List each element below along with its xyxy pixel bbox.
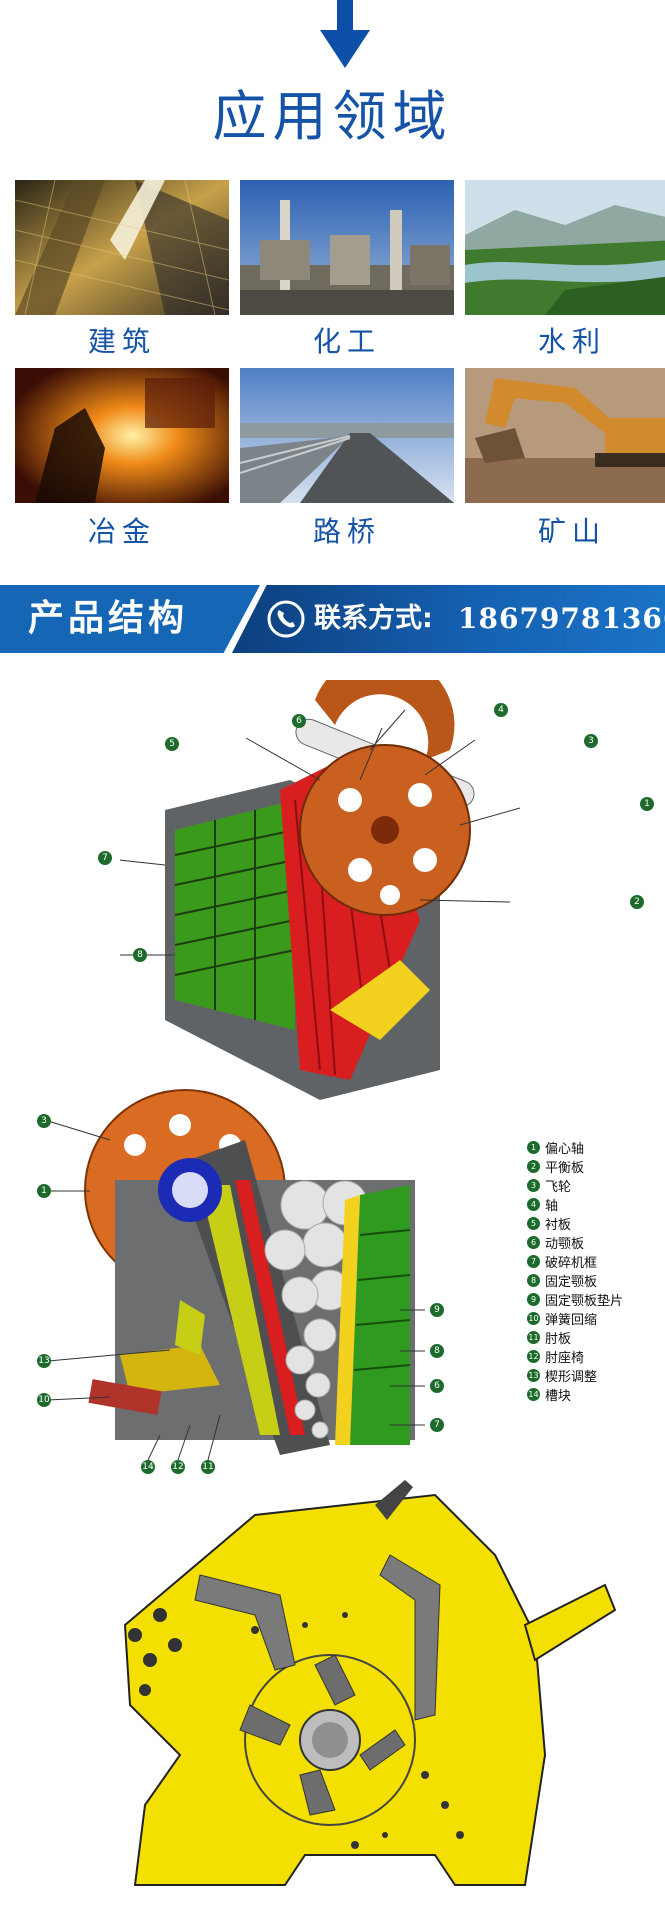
contact-label: 联系方式:: [314, 603, 433, 634]
callout-9b: 9: [430, 1303, 444, 1317]
green-liner-grid: [174, 800, 296, 1030]
callout-1: 1: [640, 797, 654, 811]
callout-13b: 13: [37, 1354, 51, 1368]
tile-mining: [465, 368, 665, 503]
callout-12b: 12: [171, 1460, 185, 1474]
caption-metallurgy: 冶金: [87, 515, 156, 548]
river-valley-photo-icon: [465, 180, 665, 315]
callout-5: 5: [165, 737, 179, 751]
chemical-plant-photo-icon: [240, 180, 454, 315]
impact-crusher-diagram: [123, 1480, 617, 1886]
down-arrow-icon: [320, 0, 370, 68]
callout-2: 2: [630, 895, 644, 909]
jaw-crusher-3d-diagram: [120, 680, 521, 1100]
callout-1b: 1: [37, 1184, 51, 1198]
caption-chemical: 化工: [312, 325, 381, 358]
caption-water: 水利: [537, 325, 606, 358]
callout-6: 6: [292, 714, 306, 728]
phone-icon: [267, 600, 305, 638]
caption-roadbridge: 路桥: [312, 515, 381, 548]
section-title: 应用领域: [212, 85, 453, 148]
tile-metallurgy: [15, 368, 229, 503]
excavator-mine-photo-icon: [465, 368, 665, 503]
callout-6b: 6: [430, 1379, 444, 1393]
tile-chemical: [240, 180, 454, 315]
callout-14b: 14: [141, 1460, 155, 1474]
flywheel-back: [315, 680, 455, 760]
callout-7: 7: [98, 851, 112, 865]
jaw-crusher-section-diagram: [47, 1089, 425, 1461]
callout-7b: 7: [430, 1418, 444, 1432]
flywheel-front: [299, 744, 471, 916]
callout-11b: 11: [201, 1460, 215, 1474]
tile-water: [465, 180, 665, 315]
callout-8: 8: [133, 948, 147, 962]
callout-3: 3: [584, 734, 598, 748]
tile-roadbridge: [240, 368, 454, 503]
banner-left-bg: [0, 585, 260, 653]
banner-title: 产品结构: [28, 598, 189, 639]
tile-construction: [15, 180, 229, 315]
callout-4: 4: [494, 703, 508, 717]
skyscraper-photo-icon: [15, 180, 229, 315]
contact-phone[interactable]: 18679781366: [458, 602, 665, 635]
highway-bridge-photo-icon: [240, 368, 454, 503]
caption-construction: 建筑: [87, 325, 156, 358]
product-structure-banner: 产品结构 联系方式: 18679781366: [0, 585, 665, 653]
callout-8b: 8: [430, 1344, 444, 1358]
caption-mining: 矿山: [537, 515, 606, 548]
molten-metal-photo-icon: [15, 368, 229, 503]
callout-10b: 10: [37, 1393, 51, 1407]
callout-3b: 3: [37, 1114, 51, 1128]
